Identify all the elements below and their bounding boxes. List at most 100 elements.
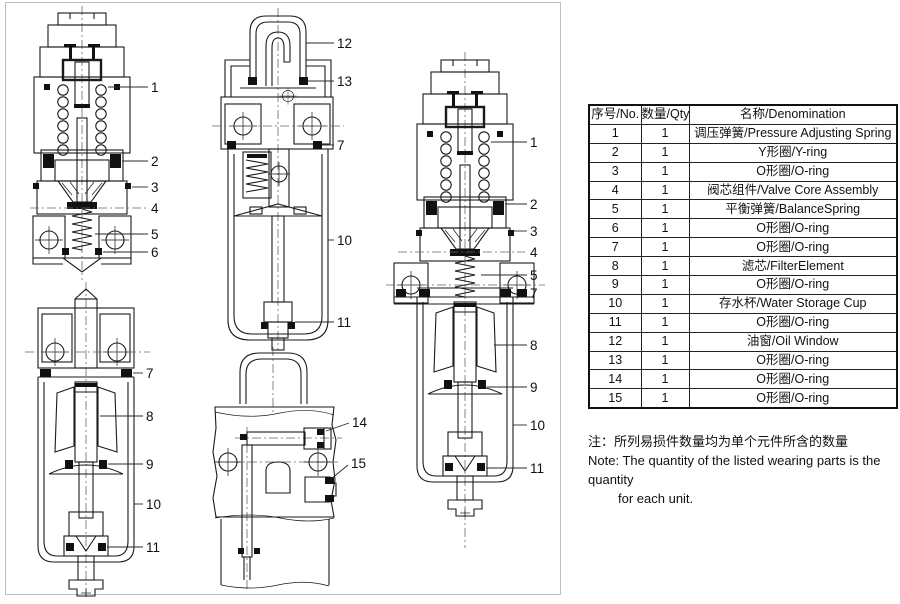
cell-no: 11 xyxy=(588,312,642,333)
cell-name: O形圈/O-ring xyxy=(688,388,898,409)
cell-qty: 1 xyxy=(640,142,690,163)
callout-label: 14 xyxy=(352,415,368,430)
regulator-diagram: 1 2 3 4 5 6 xyxy=(30,6,159,280)
callout-label: 10 xyxy=(530,418,545,433)
detail-section-diagram: 14 15 xyxy=(212,347,368,592)
callout-label: 12 xyxy=(337,36,352,51)
callout-label: 3 xyxy=(151,180,159,195)
cell-no: 8 xyxy=(588,256,642,277)
callout-label: 11 xyxy=(337,315,351,330)
cell-name: 油窗/Oil Window xyxy=(688,331,898,352)
cell-name: 阀芯组件/Valve Core Assembly xyxy=(688,180,898,201)
cell-no: 6 xyxy=(588,218,642,239)
cell-no: 3 xyxy=(588,161,642,182)
callout-label: 10 xyxy=(337,233,352,248)
cell-name: 平衡弹簧/BalanceSpring xyxy=(688,199,898,220)
callout-label: 5 xyxy=(151,227,159,242)
callout-label: 3 xyxy=(530,224,538,239)
lubricator-diagram: 12 13 7 10 11 xyxy=(212,8,352,351)
callout-label: 7 xyxy=(337,138,345,153)
cell-name: O形圈/O-ring xyxy=(688,369,898,390)
cell-qty: 1 xyxy=(640,237,690,258)
callout-label: 11 xyxy=(146,540,160,555)
cell-no: 2 xyxy=(588,142,642,163)
cell-qty: 1 xyxy=(640,388,690,409)
cell-name: O形圈/O-ring xyxy=(688,218,898,239)
callout-label: 9 xyxy=(146,457,154,472)
note-line-en2: for each unit. xyxy=(618,491,694,506)
cell-name: O形圈/O-ring xyxy=(688,161,898,182)
note-block: 注：所列易损件数量均为单个元件所含的数量 Note: The quantity … xyxy=(588,432,900,508)
callout-label: 7 xyxy=(146,366,154,381)
callout-label: 5 xyxy=(530,268,538,283)
cell-no: 4 xyxy=(588,180,642,201)
cell-qty: 1 xyxy=(640,256,690,277)
callout-label: 15 xyxy=(351,456,366,471)
col-header-no: 序号/No. xyxy=(588,104,642,125)
note-line-cn: 注：所列易损件数量均为单个元件所含的数量 xyxy=(588,434,849,449)
cell-qty: 1 xyxy=(640,123,690,144)
cell-no: 5 xyxy=(588,199,642,220)
col-header-name: 名称/Denomination xyxy=(688,104,898,125)
callout-label: 1 xyxy=(151,80,159,95)
callout-label: 4 xyxy=(530,245,538,260)
cell-no: 12 xyxy=(588,331,642,352)
callout-label: 4 xyxy=(151,201,159,216)
cell-no: 1 xyxy=(588,123,642,144)
cell-qty: 1 xyxy=(640,199,690,220)
cell-name: O形圈/O-ring xyxy=(688,312,898,333)
callout-label: 2 xyxy=(530,197,538,212)
note-line-en1: Note: The quantity of the listed wearing… xyxy=(588,453,881,487)
col-header-qty: 数量/Qty. xyxy=(640,104,690,125)
drawing-frame-border xyxy=(5,2,561,595)
callout-label: 2 xyxy=(151,154,159,169)
cell-qty: 1 xyxy=(640,369,690,390)
cell-qty: 1 xyxy=(640,331,690,352)
table-header-row: 序号/No. 数量/Qty. 名称/Denomination xyxy=(588,104,898,125)
callout-label: 10 xyxy=(146,497,161,512)
callout-label: 11 xyxy=(530,461,544,476)
cell-qty: 1 xyxy=(640,293,690,314)
cell-no: 13 xyxy=(588,350,642,371)
callout-label: 9 xyxy=(530,380,538,395)
filter-diagram: 7 8 9 10 11 xyxy=(25,282,161,600)
cell-no: 14 xyxy=(588,369,642,390)
cell-qty: 1 xyxy=(640,180,690,201)
cell-no: 9 xyxy=(588,275,642,295)
cell-name: O形圈/O-ring xyxy=(688,237,898,258)
callout-label: 8 xyxy=(146,409,154,424)
cell-name: Y形圈/Y-ring xyxy=(688,142,898,163)
callout-label: 7 xyxy=(530,286,538,301)
cell-name: 滤芯/FilterElement xyxy=(688,256,898,277)
cell-qty: 1 xyxy=(640,275,690,295)
cell-no: 7 xyxy=(588,237,642,258)
cell-name: 调压弹簧/Pressure Adjusting Spring xyxy=(688,123,898,144)
cell-no: 10 xyxy=(588,293,642,314)
cell-qty: 1 xyxy=(640,350,690,371)
cell-name: 存水杯/Water Storage Cup xyxy=(688,293,898,314)
callout-label: 1 xyxy=(530,135,538,150)
cell-name: O形圈/O-ring xyxy=(688,275,898,295)
cell-qty: 1 xyxy=(640,161,690,182)
cell-name: O形圈/O-ring xyxy=(688,350,898,371)
cell-qty: 1 xyxy=(640,312,690,333)
callout-label: 6 xyxy=(151,245,159,260)
